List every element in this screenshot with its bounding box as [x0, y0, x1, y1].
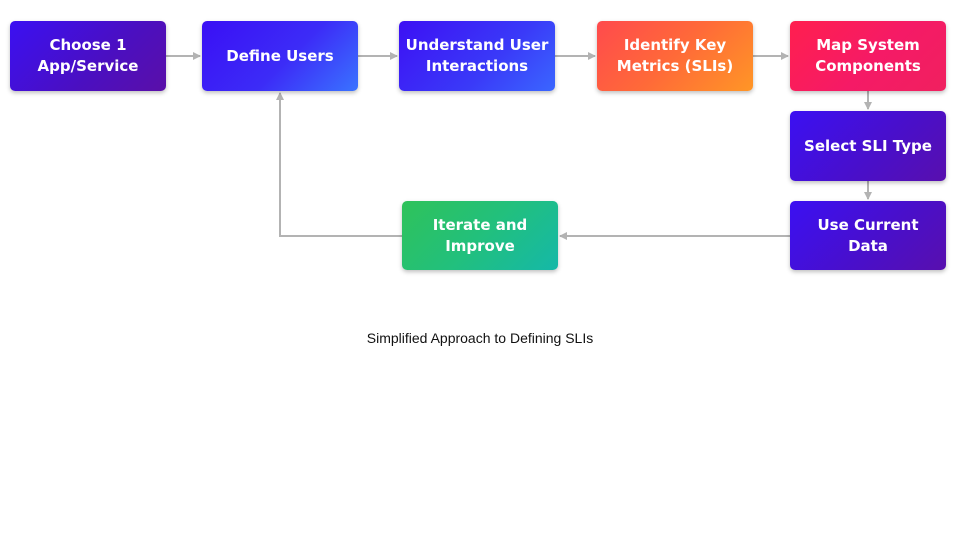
node-identify-key-metrics: Identify Key Metrics (SLIs): [597, 21, 753, 91]
diagram-caption: Simplified Approach to Defining SLIs: [366, 330, 594, 346]
edge-iterate-to-define-users: [276, 92, 402, 237]
node-iterate-and-improve: Iterate and Improve: [402, 201, 558, 270]
node-define-users: Define Users: [202, 21, 358, 91]
node-choose-app: Choose 1 App/Service: [10, 21, 166, 91]
node-map-system-components: Map System Components: [790, 21, 946, 91]
node-select-sli-type: Select SLI Type: [790, 111, 946, 181]
node-use-current-data: Use Current Data: [790, 201, 946, 270]
node-understand-user-interactions: Understand User Interactions: [399, 21, 555, 91]
